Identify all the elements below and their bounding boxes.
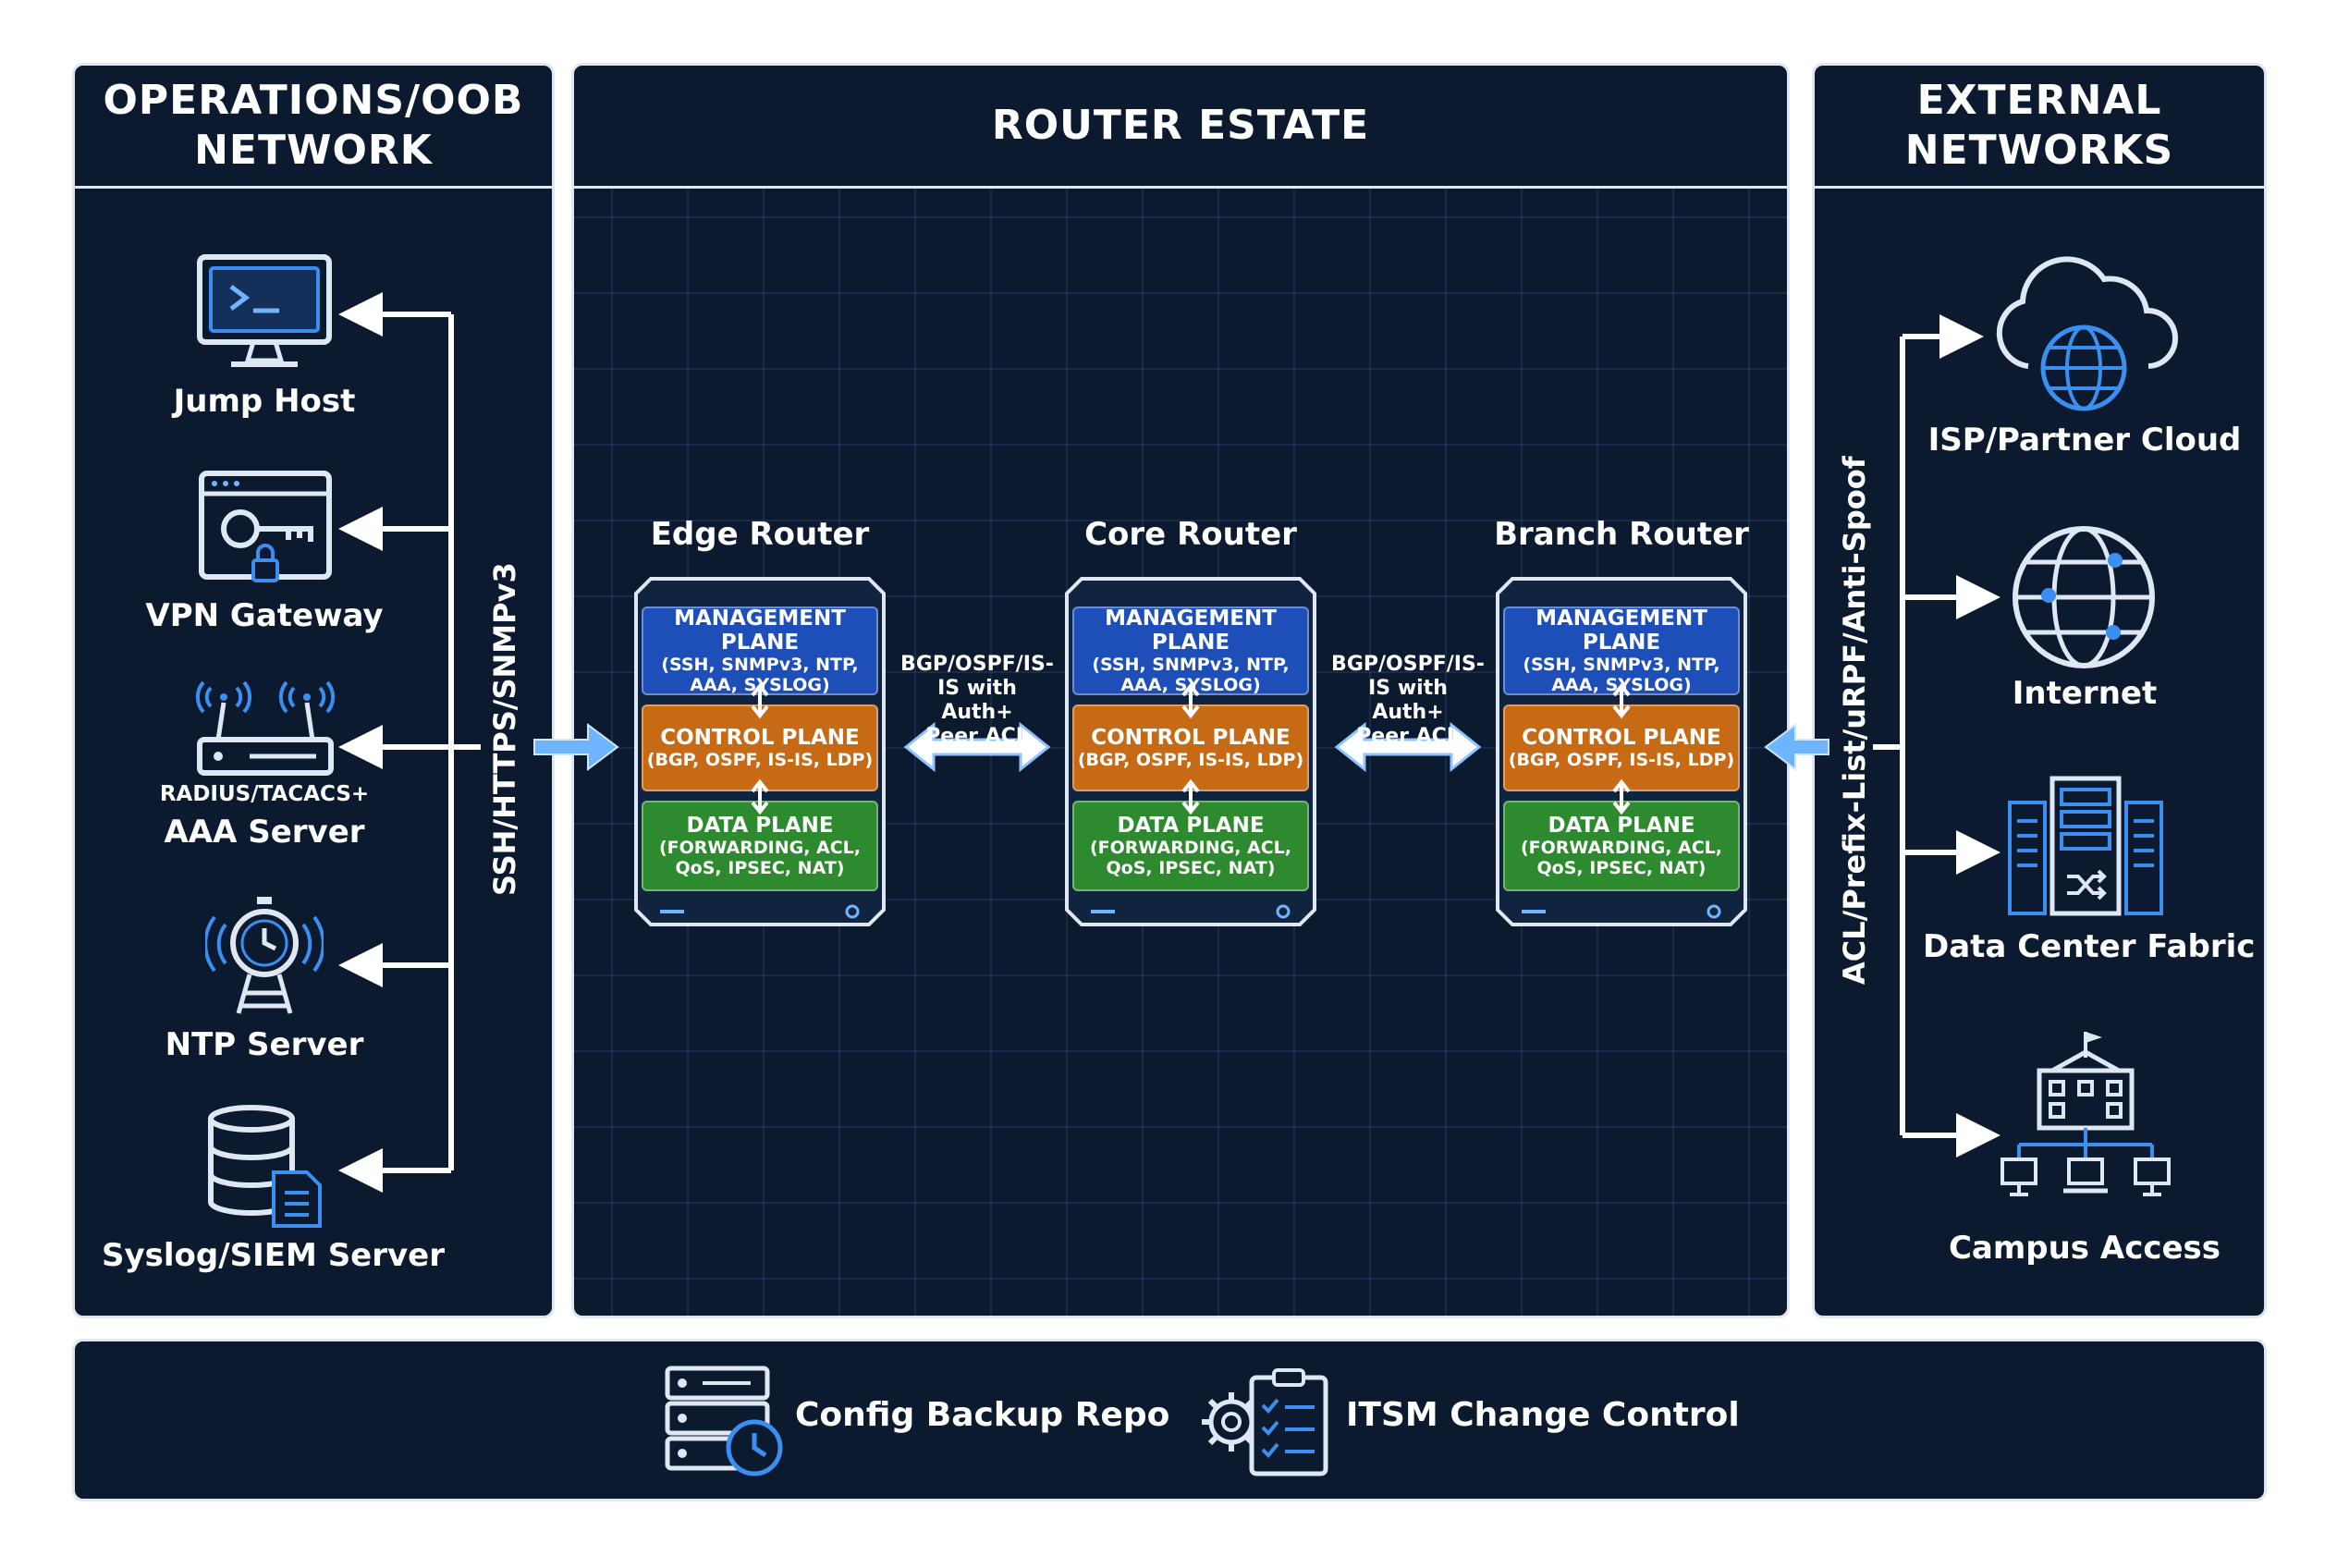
external-title-line1: EXTERNAL	[1916, 77, 2162, 124]
cloud-globe-icon	[1996, 256, 2178, 411]
edge-router-title: Edge Router	[650, 516, 870, 553]
edge-data-title: DATA PLANE	[686, 814, 834, 838]
core-management-plane: MANAGEMENT PLANE (SSH, SNMPv3, NTP, AAA,…	[1072, 606, 1309, 695]
edge-core-link-line3: Peer ACL	[925, 725, 1029, 748]
campus-building-icon	[2001, 1032, 2171, 1196]
ntp-server-label: NTP Server	[165, 1026, 364, 1063]
edge-core-link-line2: IS with Auth+	[937, 677, 1017, 724]
external-title-line2: NETWORKS	[1904, 127, 2174, 174]
core-mgmt-title: MANAGEMENT PLANE	[1105, 606, 1277, 655]
backup-server-clock-icon	[665, 1366, 783, 1476]
ntp-clock-tower-icon	[205, 897, 324, 1014]
edge-data-line1: (FORWARDING, ACL,	[658, 838, 862, 858]
database-document-icon	[208, 1105, 322, 1228]
core-branch-peer-arrow	[1334, 721, 1482, 773]
itsm-label: ITSM Change Control	[1346, 1396, 1740, 1434]
operations-title-line2: NETWORK	[194, 127, 433, 174]
core-router: MANAGEMENT PLANE (SSH, SNMPv3, NTP, AAA,…	[1063, 575, 1318, 928]
router-antenna-icon	[195, 680, 336, 776]
vpn-gateway-label: VPN Gateway	[145, 597, 384, 634]
edge-core-link-label: BGP/OSPF/IS- IS with Auth+ Peer ACL	[899, 653, 1056, 749]
core-data-plane: DATA PLANE (FORWARDING, ACL, QoS, IPSEC,…	[1072, 801, 1309, 891]
ext-link-label: ACL/Prefix-List/uRPF/Anti-Spoof	[1837, 456, 1872, 985]
edge-router: MANAGEMENT PLANE (SSH, SNMPv3, NTP, AAA,…	[632, 575, 887, 928]
mgmt-to-edge-arrow	[533, 723, 619, 771]
branch-control-plane: CONTROL PLANE (BGP, OSPF, IS-IS, LDP)	[1503, 704, 1740, 791]
aaa-server-label: AAA Server	[164, 814, 365, 851]
core-mgmt-line1: (SSH, SNMPv3, NTP,	[1092, 655, 1290, 675]
edge-ctrl-title: CONTROL PLANE	[660, 726, 860, 750]
branch-data-line1: (FORWARDING, ACL,	[1520, 838, 1723, 858]
key-lock-icon	[199, 471, 332, 582]
branch-plane-arrows	[1612, 682, 1631, 815]
branch-mgmt-title: MANAGEMENT PLANE	[1536, 606, 1707, 655]
ext-to-branch-arrow	[1764, 723, 1829, 771]
bottom-panel	[72, 1339, 2267, 1501]
edge-core-peer-arrow	[903, 721, 1051, 773]
branch-data-line2: QoS, IPSEC, NAT)	[1536, 858, 1707, 878]
edge-data-line2: QoS, IPSEC, NAT)	[675, 858, 845, 878]
core-branch-link-line1: BGP/OSPF/IS-	[1331, 653, 1485, 676]
branch-data-title: DATA PLANE	[1548, 814, 1695, 838]
operations-panel-title: OPERATIONS/OOB NETWORK	[75, 66, 552, 189]
core-data-line1: (FORWARDING, ACL,	[1089, 838, 1292, 858]
branch-router-title: Branch Router	[1494, 516, 1749, 553]
data-center-icon	[2008, 776, 2163, 916]
edge-mgmt-line1: (SSH, SNMPv3, NTP,	[661, 655, 859, 675]
branch-management-plane: MANAGEMENT PLANE (SSH, SNMPv3, NTP, AAA,…	[1503, 606, 1740, 695]
ext-bus-lines	[1873, 314, 2001, 1158]
core-data-line2: QoS, IPSEC, NAT)	[1106, 858, 1276, 878]
core-data-title: DATA PLANE	[1117, 814, 1265, 838]
syslog-server-label: Syslog/SIEM Server	[102, 1237, 445, 1274]
edge-core-link-line1: BGP/OSPF/IS-	[900, 653, 1054, 676]
core-ctrl-title: CONTROL PLANE	[1091, 726, 1291, 750]
edge-plane-arrows	[751, 682, 769, 815]
campus-access-label: Campus Access	[1948, 1230, 2221, 1267]
edge-ctrl-line1: (BGP, OSPF, IS-IS, LDP)	[646, 750, 874, 770]
internet-label: Internet	[2012, 675, 2158, 712]
jump-host-label: Jump Host	[173, 383, 356, 420]
edge-mgmt-title: MANAGEMENT PLANE	[674, 606, 846, 655]
aaa-protocol-label: RADIUS/TACACS+	[159, 782, 370, 806]
operations-title-line1: OPERATIONS/OOB	[103, 77, 524, 124]
config-backup-label: Config Backup Repo	[795, 1396, 1170, 1434]
edge-management-plane: MANAGEMENT PLANE (SSH, SNMPv3, NTP, AAA,…	[642, 606, 878, 695]
core-branch-link-label: BGP/OSPF/IS- IS with Auth+ Peer ACL	[1329, 653, 1487, 749]
edge-data-plane: DATA PLANE (FORWARDING, ACL, QoS, IPSEC,…	[642, 801, 878, 891]
branch-ctrl-title: CONTROL PLANE	[1522, 726, 1721, 750]
core-ctrl-line1: (BGP, OSPF, IS-IS, LDP)	[1077, 750, 1304, 770]
edge-control-plane: CONTROL PLANE (BGP, OSPF, IS-IS, LDP)	[642, 704, 878, 791]
isp-cloud-label: ISP/Partner Cloud	[1927, 422, 2242, 459]
terminal-icon	[197, 254, 332, 367]
data-center-label: Data Center Fabric	[1923, 928, 2256, 965]
router-estate-title-text: ROUTER ESTATE	[991, 102, 1370, 149]
branch-ctrl-line1: (BGP, OSPF, IS-IS, LDP)	[1508, 750, 1735, 770]
globe-network-icon	[2013, 526, 2155, 668]
core-branch-link-line3: Peer ACL	[1356, 725, 1460, 748]
branch-mgmt-line1: (SSH, SNMPv3, NTP,	[1523, 655, 1720, 675]
branch-router: MANAGEMENT PLANE (SSH, SNMPv3, NTP, AAA,…	[1494, 575, 1749, 928]
ops-bus-lines	[338, 292, 481, 1193]
core-branch-link-line2: IS with Auth+	[1368, 677, 1448, 724]
mgmt-link-label: SSH/HTTPS/SNMPv3	[487, 562, 522, 896]
gear-clipboard-icon	[1202, 1368, 1328, 1476]
core-plane-arrows	[1181, 682, 1200, 815]
external-panel-title: EXTERNAL NETWORKS	[1815, 66, 2264, 189]
core-router-title: Core Router	[1084, 516, 1297, 553]
router-estate-title: ROUTER ESTATE	[574, 66, 1787, 189]
